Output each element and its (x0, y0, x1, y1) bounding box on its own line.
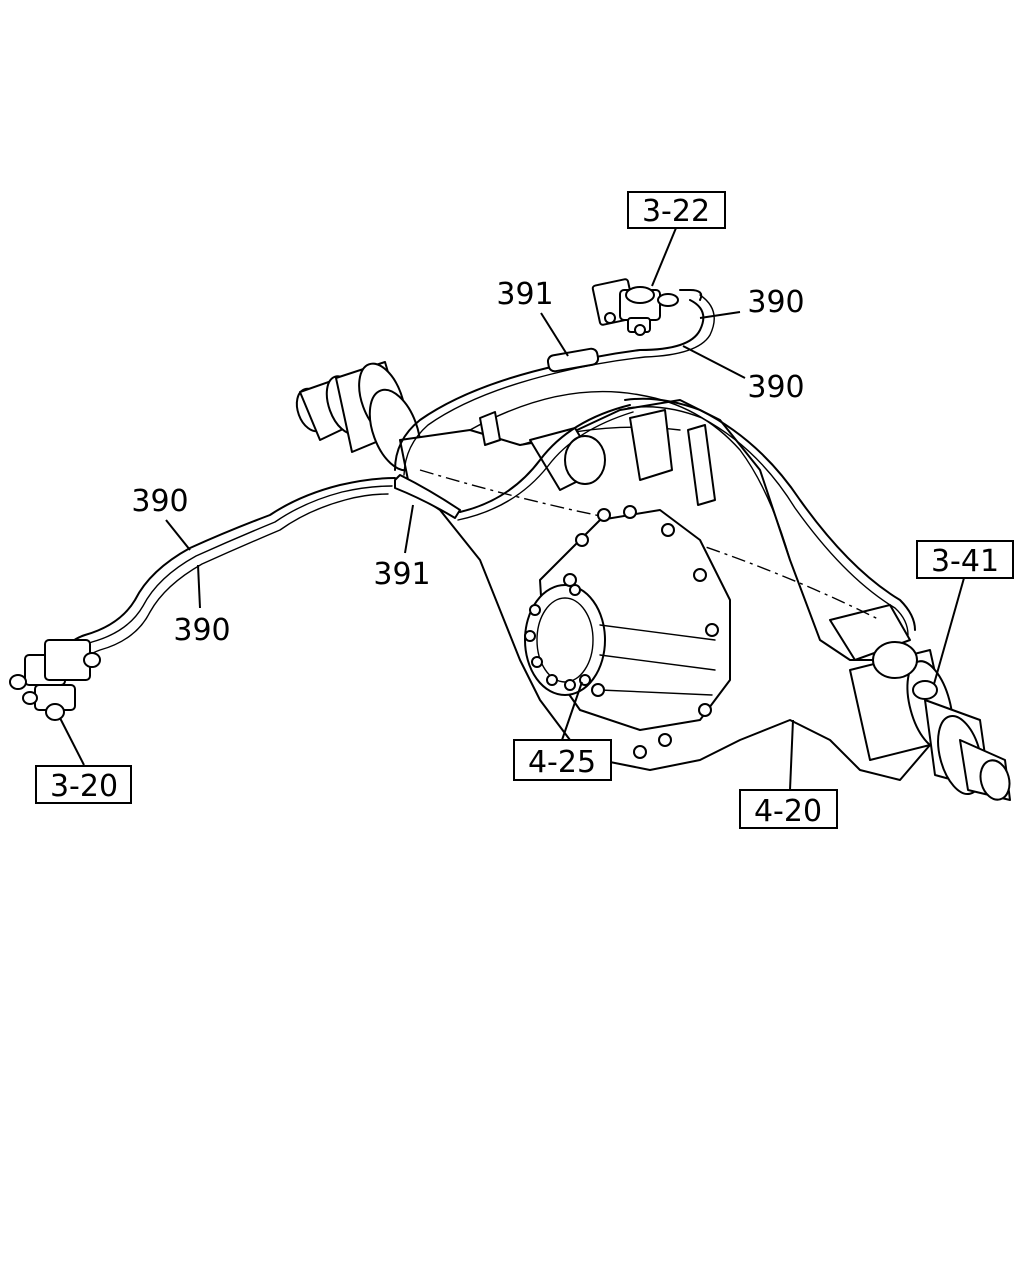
callout-4-25-text: 4-25 (528, 745, 596, 780)
part-number-391-bottom: 391 (373, 557, 430, 592)
callout-ref-3-20: 3-20 (35, 765, 132, 804)
part-number-390-right-top: 390 (747, 285, 804, 320)
part-number-390-left-bottom: 390 (173, 613, 230, 648)
callout-ref-3-22: 3-22 (627, 191, 726, 229)
part-number-390-left-top: 390 (131, 484, 188, 519)
callout-4-20-text: 4-20 (754, 794, 822, 829)
part-number-391-top: 391 (496, 277, 553, 312)
relay-valve-3-22 (591, 278, 679, 336)
callout-3-41-text: 3-41 (931, 544, 999, 579)
relay-valve-3-20 (9, 639, 101, 721)
part-number-390-right-bottom: 390 (747, 370, 804, 405)
callout-ref-3-41: 3-41 (916, 540, 1014, 579)
leader-lines (59, 227, 965, 791)
brake-pipes (64, 289, 916, 663)
valve-3-41 (912, 680, 938, 700)
callout-3-22-text: 3-22 (642, 194, 710, 229)
carrier-bolts (524, 505, 719, 759)
callout-ref-4-20: 4-20 (739, 789, 838, 829)
differential-carrier (524, 505, 731, 759)
callout-3-20-text: 3-20 (50, 769, 118, 804)
callout-ref-4-25: 4-25 (513, 739, 612, 781)
